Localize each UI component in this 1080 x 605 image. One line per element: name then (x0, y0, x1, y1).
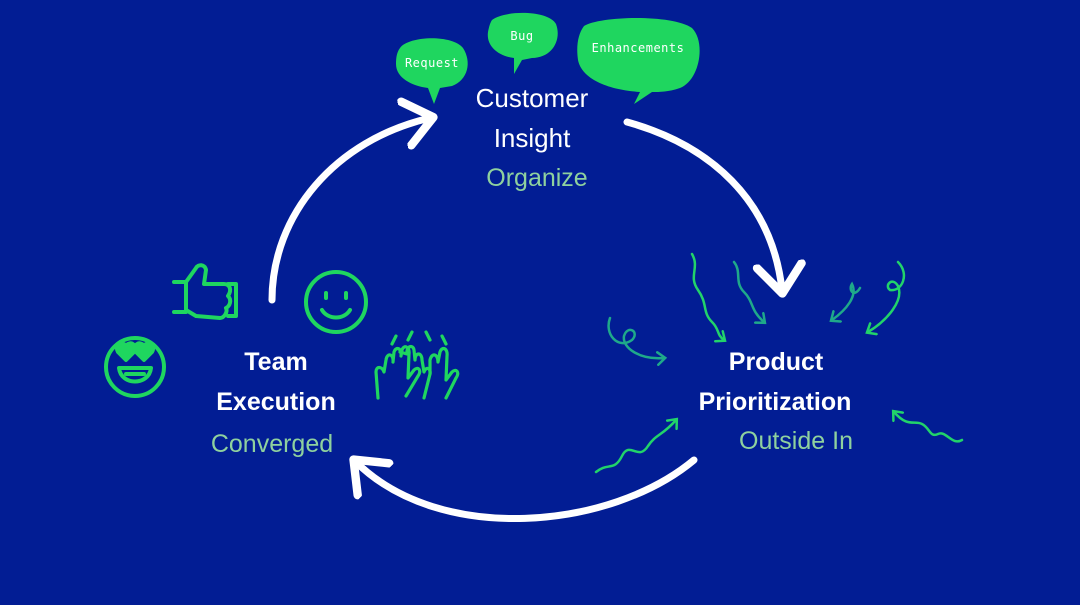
customer-insight-line2: Insight (493, 123, 571, 153)
request-bubble-label: Request (405, 56, 459, 70)
team-execution-subtitle: Converged (210, 430, 334, 458)
smiley-face-icon (304, 270, 368, 334)
bug-bubble: Bug (487, 12, 558, 74)
bug-bubble-label: Bug (510, 29, 533, 43)
product-prioritization-line1: Product (728, 348, 824, 376)
arrow-customer-to-product (623, 118, 782, 290)
team-execution-line2: Execution (216, 388, 336, 416)
high-five-hands-icon (374, 330, 460, 400)
team-execution-line1: Team (244, 348, 308, 376)
arrow-product-to-team (356, 460, 698, 522)
product-prioritization-line2: Prioritization (698, 388, 852, 416)
squiggle-arrow-icon (607, 316, 668, 366)
customer-insight-line1: Customer (475, 83, 589, 113)
squiggle-arrow-icon (865, 260, 906, 336)
request-bubble: Request (396, 38, 468, 104)
thumbs-up-icon (172, 263, 238, 320)
product-prioritization-subtitle: Outside In (739, 427, 853, 455)
arrow-team-to-customer (268, 118, 430, 304)
squiggle-arrow-icon (829, 281, 862, 323)
squiggle-arrow-icon (891, 409, 964, 443)
squiggle-arrow-icon (732, 260, 767, 325)
customer-insight-subtitle: Organize (486, 164, 588, 192)
enhancements-bubble: Enhancements (577, 18, 700, 104)
enhancements-bubble-label: Enhancements (592, 41, 685, 55)
squiggle-arrow-icon (594, 417, 679, 474)
squiggle-arrow-icon (690, 252, 727, 343)
heart-eyes-face-icon (104, 336, 166, 398)
